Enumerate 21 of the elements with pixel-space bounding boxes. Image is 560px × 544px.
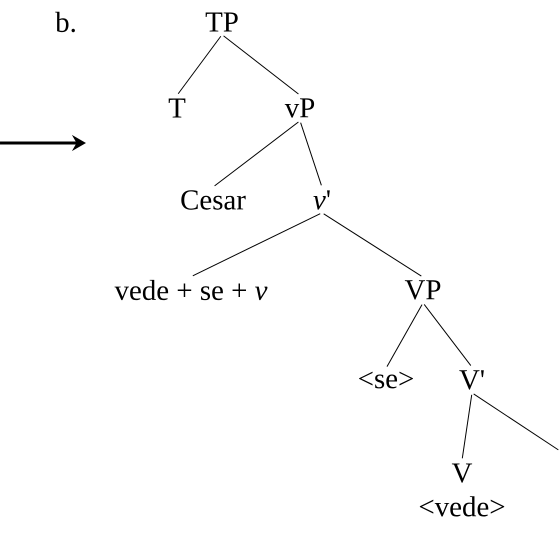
tree-node-label: vede + se + v [114,280,268,300]
tree-branch [300,122,322,186]
tree-node-label: v' [313,190,330,210]
tree-branch [223,35,299,94]
tree-node-label: Cesar [181,190,246,210]
tree-branch [424,304,472,366]
tree-branch [214,121,299,186]
tree-node-label: T [168,98,186,118]
tree-node-label: VP [404,280,440,300]
tree-branch [462,394,472,459]
tree-node-label: TP [206,12,238,32]
tree-branch [386,304,423,368]
tree-branch [323,213,422,277]
tree-node-label: V' [459,370,484,390]
example-label: b. [55,12,75,32]
tree-branch [473,393,559,450]
tree-branch [192,213,321,276]
tree-branch [178,36,222,94]
tree-node-label: <se> [359,372,413,388]
tree-node-label: V <vede> [420,463,504,517]
tree-node-label: vP [284,98,314,118]
